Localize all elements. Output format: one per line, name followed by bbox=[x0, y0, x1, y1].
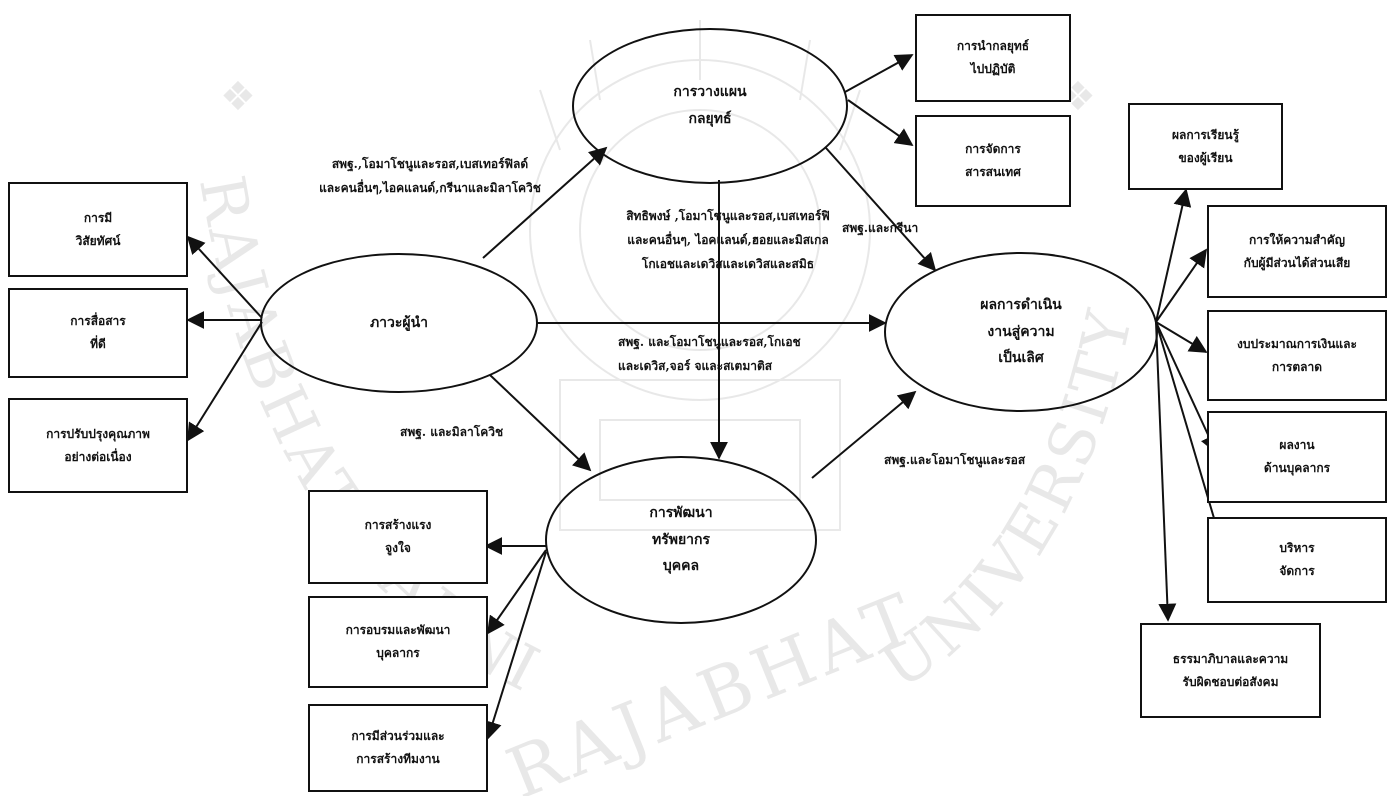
box-motivation: การสร้างแรง จูงใจ bbox=[308, 490, 488, 584]
label-leadership-hr: สพฐ. และมิลาโควิช bbox=[400, 425, 504, 439]
arrow-excellence-budget bbox=[1155, 321, 1208, 353]
box-governance: ธรรมาภิบาลและความ รับผิดชอบต่อสังคม bbox=[1140, 623, 1321, 718]
arrow-planning-implement bbox=[844, 54, 914, 93]
arrow-leadership-hr bbox=[489, 374, 592, 472]
arrow-hr-excellence bbox=[811, 390, 917, 479]
arrow-excellence-governance bbox=[1155, 321, 1177, 622]
arrow-planning-info bbox=[847, 99, 914, 147]
box-vision: การมี วิสัยทัศน์ bbox=[8, 182, 188, 277]
box-implement: การนำกลยุทธ์ ไปปฏิบัติ bbox=[915, 14, 1071, 102]
arrow-leadership-planning bbox=[482, 146, 608, 259]
label-planning-excellence: สพฐ.และกรีนา bbox=[842, 221, 919, 235]
box-info: การจัดการ สารสนเทศ bbox=[915, 115, 1071, 207]
box-learning: ผลการเรียนรู้ ของผู้เรียน bbox=[1128, 103, 1283, 190]
box-quality: การปรับปรุงคุณภาพ อย่างต่อเนื่อง bbox=[8, 398, 188, 493]
arrow-excellence-stakeholders bbox=[1155, 248, 1208, 323]
arrow-hr-training bbox=[486, 549, 547, 635]
node-leadership: ภาวะผู้นำ bbox=[260, 253, 538, 393]
box-budget: งบประมาณการเงินและ การตลาด bbox=[1207, 310, 1387, 401]
arrow-excellence-management bbox=[1155, 321, 1229, 554]
box-management: บริหาร จัดการ bbox=[1207, 517, 1387, 603]
arrow-excellence-learning bbox=[1155, 188, 1192, 323]
arrow-leadership-quality bbox=[187, 321, 263, 442]
node-hr-development: การพัฒนา ทรัพยากร บุคคล bbox=[545, 456, 817, 624]
label-hr-excellence: สพฐ.และโอมาโชนูและรอส bbox=[884, 453, 1026, 467]
box-communication: การสื่อสาร ที่ดี bbox=[8, 288, 188, 378]
arrow-leadership-vision bbox=[186, 235, 263, 319]
box-training: การอบรมและพัฒนา บุคลากร bbox=[308, 596, 488, 688]
arrow-planning-excellence bbox=[825, 147, 937, 272]
node-strategic-planning: การวางแผน กลยุทธ์ bbox=[572, 28, 848, 184]
box-stakeholders: การให้ความสำคัญ กับผู้มีส่วนได้ส่วนเสีย bbox=[1207, 205, 1387, 298]
node-excellence: ผลการดำเนิน งานสู่ความ เป็นเลิศ bbox=[884, 252, 1158, 412]
label-planning-hr: สิทธิพงษ์ ,โอมาโชนูและรอส,เบสเทอร์ฟิ และ… bbox=[626, 209, 830, 271]
box-personnel: ผลงาน ด้านบุคลากร bbox=[1207, 411, 1387, 503]
label-leadership-planning: สพฐ.,โอมาโชนูและรอส,เบสเทอร์ฟิลด์ และคนอ… bbox=[319, 157, 541, 195]
arrow-excellence-personnel bbox=[1155, 321, 1218, 454]
label-leadership-excellence: สพฐ. และโอมาโชนูและรอส,โกเอช และเดวิส,จอ… bbox=[618, 335, 801, 373]
box-teamwork: การมีส่วนร่วมและ การสร้างทีมงาน bbox=[308, 704, 488, 792]
arrow-hr-teamwork bbox=[484, 551, 547, 740]
